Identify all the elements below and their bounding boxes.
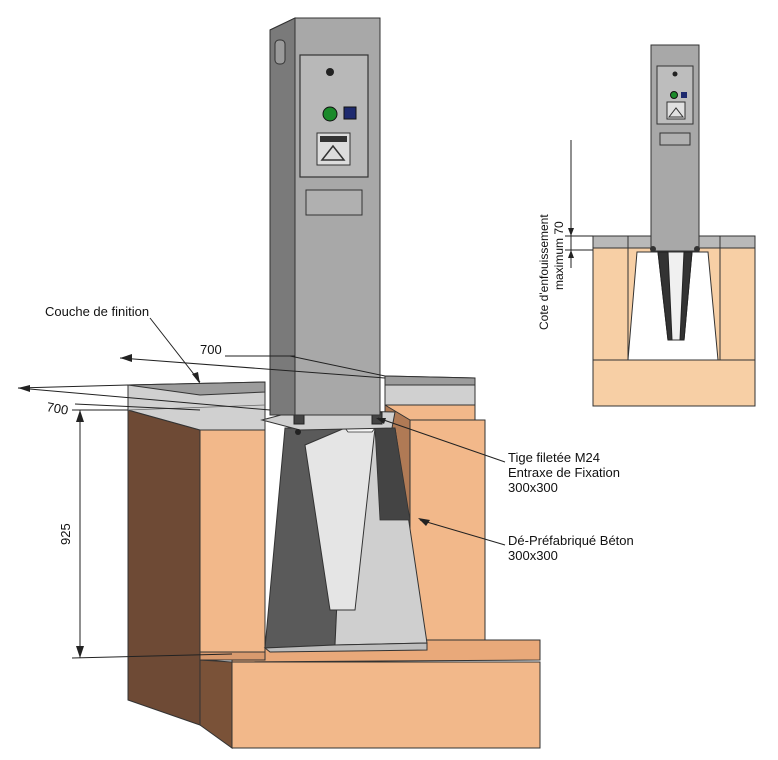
de-label-line1: Dé-Préfabriqué Béton	[508, 533, 634, 548]
tige-label-line2: Entraxe de Fixation	[508, 465, 620, 480]
indicator-light-icon	[326, 68, 334, 76]
finish-layer	[127, 375, 476, 431]
section-green-button-icon	[670, 91, 678, 99]
bolt-nut	[295, 429, 301, 435]
dim-width-left: 700	[45, 399, 69, 418]
cote-label-line1: Cote d'enfouissement	[537, 214, 551, 330]
leader-lines	[149, 317, 506, 546]
concrete-block	[263, 427, 428, 653]
section-indicator-icon	[672, 71, 678, 77]
dim-depth: 925	[58, 523, 73, 545]
section-bolt-left	[650, 246, 656, 252]
dimension-lines	[17, 354, 386, 659]
section-card-reader-icon	[681, 92, 687, 98]
side-port	[274, 39, 286, 65]
section-socket-icon	[666, 101, 686, 120]
charging-post	[269, 17, 381, 416]
section-label-plate	[659, 132, 691, 146]
couche-label: Couche de finition	[45, 304, 149, 319]
label-plate	[305, 189, 363, 216]
tige-label-line1: Tige filetée M24	[508, 450, 600, 465]
section-bolt-right	[694, 246, 700, 252]
green-button-icon	[322, 106, 338, 122]
cote-label-line2: maximum 70	[552, 221, 566, 290]
section-view: Cote d'enfouissement maximum 70	[537, 44, 756, 407]
tige-label-line3: 300x300	[508, 480, 558, 495]
main-view: Couche de finition 700 700 925 Tige file…	[17, 17, 634, 749]
card-reader-icon	[343, 106, 357, 120]
dim-width-top: 700	[200, 342, 222, 357]
de-label-line2: 300x300	[508, 548, 558, 563]
